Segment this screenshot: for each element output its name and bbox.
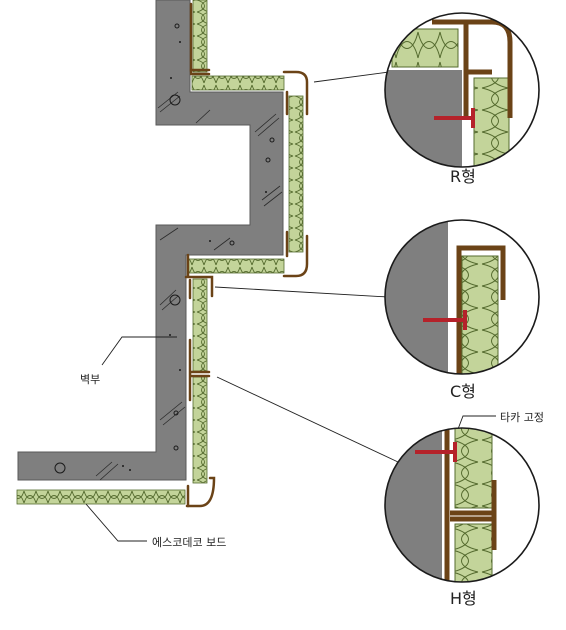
insulation-boards	[16, 0, 304, 505]
wall-label: 벽부	[80, 373, 101, 386]
r-profile-top	[282, 70, 309, 116]
h-profile-top	[189, 68, 211, 76]
leader-h	[216, 376, 399, 463]
insulation-board-lower-vertical-1	[192, 278, 208, 372]
leader-r	[313, 71, 390, 83]
h-type-label: H형	[450, 589, 477, 608]
insulation-board-top-vertical	[192, 0, 208, 73]
board-label: 에스코데코 보드	[152, 536, 227, 549]
insulation-board-lower-vertical-2	[192, 376, 208, 484]
c-type-label: C형	[450, 382, 476, 401]
insulation-board-lower-horizontal	[187, 258, 285, 274]
concrete-wall	[17, 0, 284, 481]
leader-wall	[101, 336, 177, 366]
tacker-label: 타카 고정	[500, 411, 544, 424]
r-profile-bottom-corner	[185, 476, 216, 508]
h-profile-lower	[188, 338, 211, 402]
c-profile-lower	[184, 253, 214, 298]
insulation-board-bottom-horizontal	[16, 489, 186, 505]
insulation-board-right-vertical	[288, 95, 304, 253]
detail-circle-h	[384, 427, 540, 583]
leader-c	[214, 286, 389, 298]
detail-circle-r	[384, 12, 540, 168]
detail-circle-c	[384, 219, 540, 375]
leader-board	[85, 503, 147, 542]
insulation-board-upper-horizontal	[191, 75, 285, 91]
r-type-label: R형	[450, 167, 476, 186]
leader-lines	[85, 71, 496, 542]
trim-profiles	[184, 2, 309, 508]
r-profile-bottom	[282, 234, 309, 278]
